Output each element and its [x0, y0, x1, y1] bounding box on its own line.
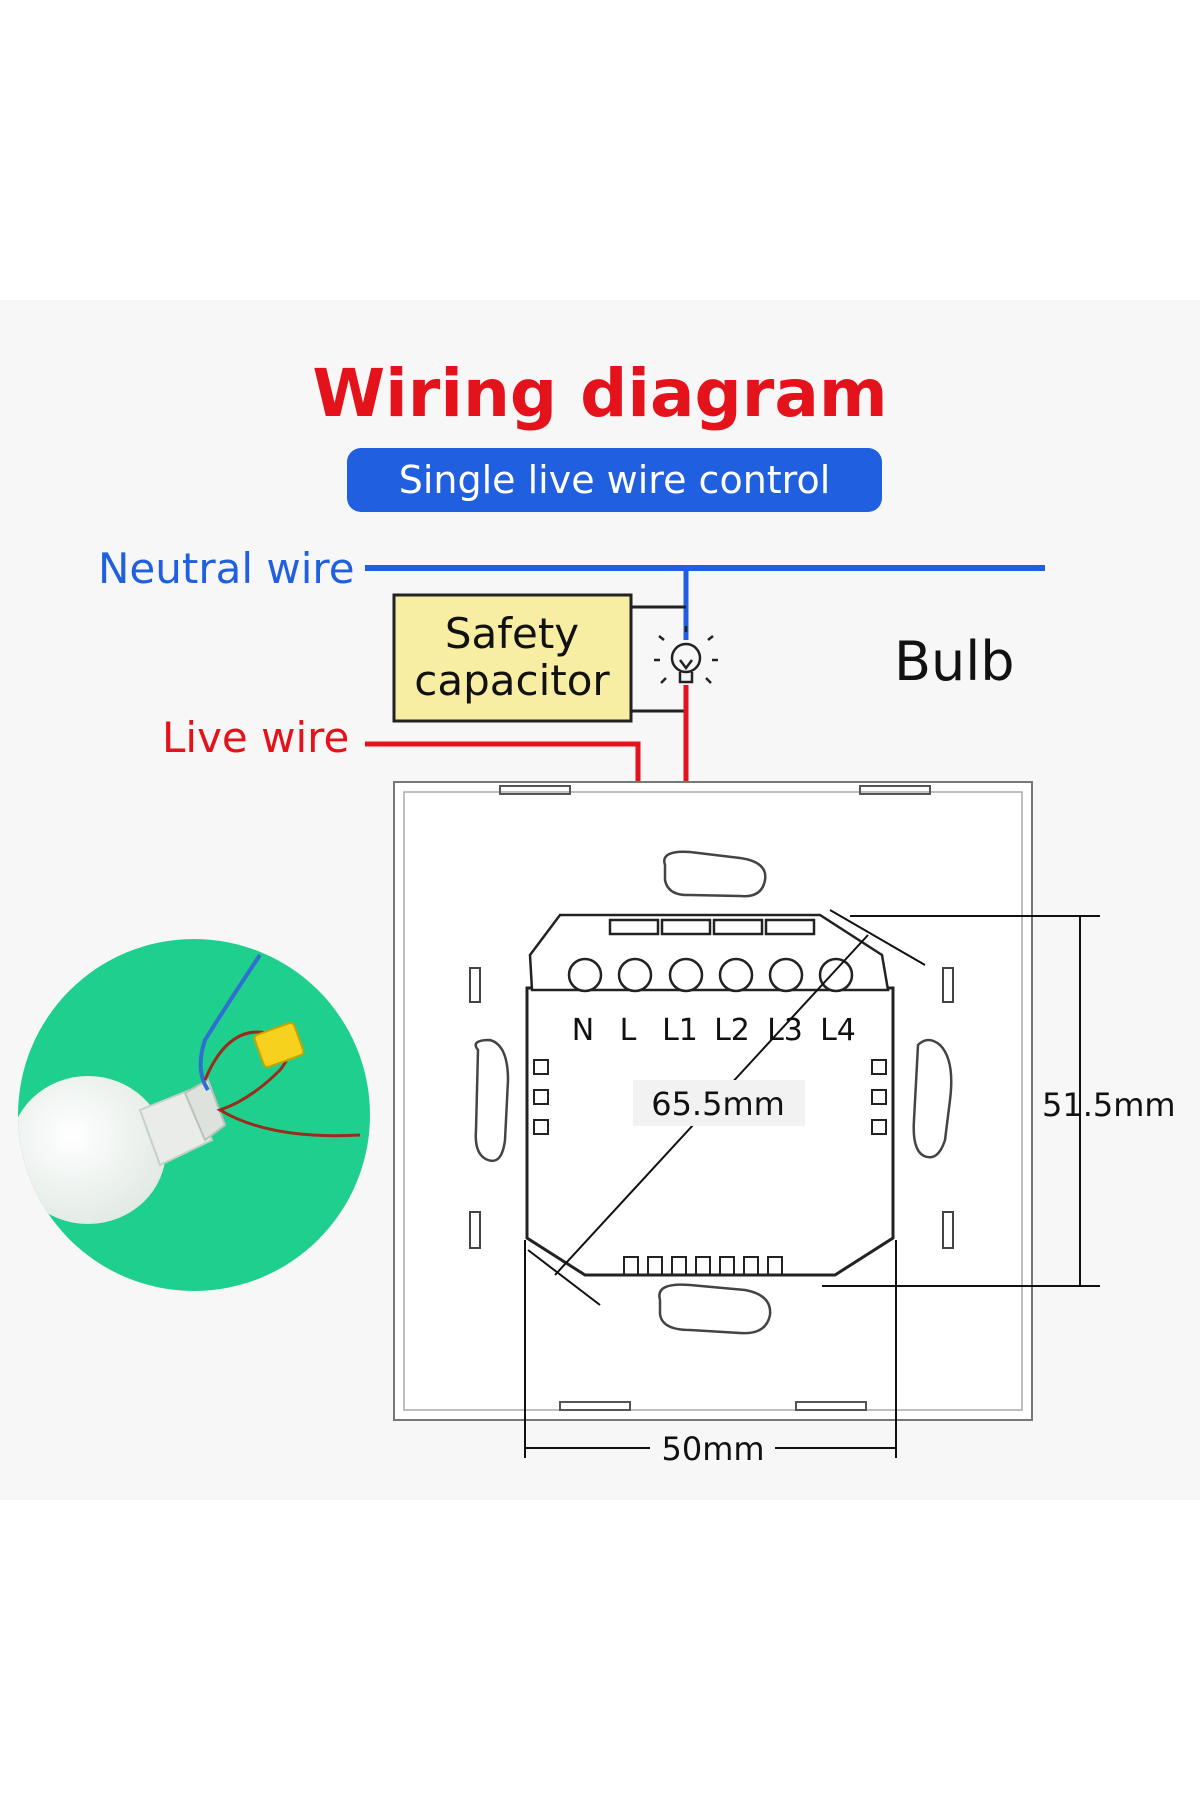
bulb-icon [654, 626, 718, 684]
switch-module-body [525, 986, 895, 1277]
bottom-clip-left [559, 1401, 631, 1411]
bulb-label: Bulb [894, 630, 1015, 693]
bottom-pins [623, 1256, 783, 1276]
height-dimension-label: 51.5mm [1042, 1086, 1176, 1124]
side-pins [533, 1059, 887, 1135]
right-screw-slot [912, 1038, 953, 1159]
side-tab-tr [942, 967, 954, 1003]
terminal-l: L [620, 1013, 637, 1048]
bottom-screw-slot [658, 1283, 772, 1335]
terminal-labels: N L L1 L2 L3 L4 [572, 1013, 856, 1048]
top-clip-right [859, 785, 931, 795]
diagonal-dimension-label: 65.5mm [651, 1085, 785, 1123]
diagonal-label-bg [633, 1080, 805, 1126]
yellow-capacitor [253, 1021, 305, 1069]
bulb-socket [183, 1078, 227, 1142]
subtitle-badge: Single live wire control [347, 448, 882, 512]
terminal-l1: L1 [662, 1013, 698, 1048]
neutral-wire-label: Neutral wire [98, 544, 355, 593]
brown-wire [203, 1030, 361, 1138]
terminal-l3: L3 [767, 1013, 803, 1048]
safety-capacitor-box [392, 593, 633, 723]
bulb-globe [18, 1076, 166, 1224]
safety-capacitor-label-1: Safety [445, 609, 579, 658]
switch-backplate-inner [403, 791, 1023, 1411]
terminal-n: N [572, 1013, 594, 1048]
side-tab-bl [469, 1211, 481, 1249]
bulb-photo-inset [18, 939, 370, 1291]
live-wire-label: Live wire [162, 713, 349, 762]
bottom-clip-right [795, 1401, 867, 1411]
terminal-l4: L4 [820, 1013, 856, 1048]
left-screw-slot [474, 1038, 510, 1163]
top-clip-left [499, 785, 571, 795]
terminal-screws [567, 918, 854, 993]
terminal-l2: L2 [714, 1013, 750, 1048]
side-tab-tl [469, 967, 481, 1003]
page-title: Wiring diagram [312, 355, 888, 432]
side-tab-br [942, 1211, 954, 1249]
top-screw-slot [663, 850, 767, 898]
width-dimension-label: 50mm [661, 1430, 764, 1468]
safety-capacitor-label-2: capacitor [414, 656, 610, 705]
blue-wire [198, 953, 262, 1092]
